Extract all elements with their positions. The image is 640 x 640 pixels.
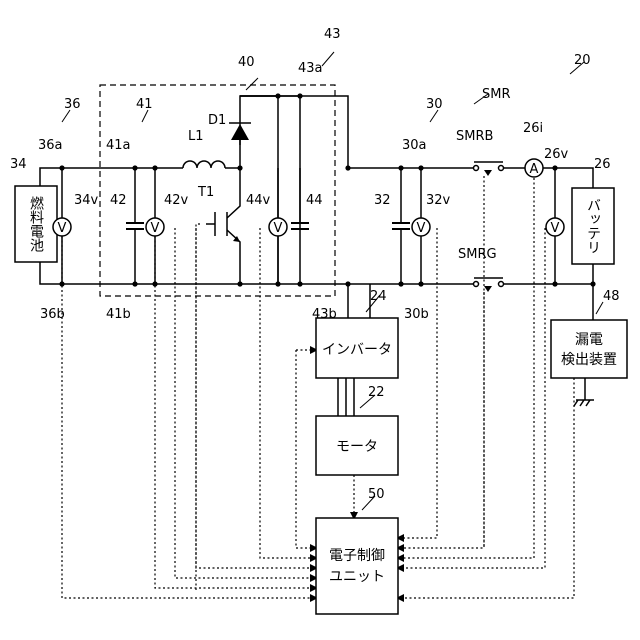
- leak-detector-block: 漏電 検出装置: [551, 320, 627, 378]
- ref-44: 44: [306, 193, 323, 208]
- motor-label: モータ: [336, 439, 378, 455]
- ref-SMR: SMR: [482, 87, 511, 102]
- fuel-cell-label: 燃料電池: [28, 195, 44, 252]
- voltmeter-32v: V: [412, 218, 430, 236]
- voltmeter-34v-symbol: V: [58, 221, 67, 236]
- ref-41: 41: [136, 97, 153, 112]
- relay-SMRB: [474, 162, 504, 176]
- battery-label: バッテリ: [585, 198, 601, 254]
- voltmeter-44v: V: [269, 218, 287, 236]
- ecu-block: 電子制御 ユニット: [316, 518, 398, 614]
- ref-40: 40: [238, 55, 255, 70]
- voltmeter-26v: V: [546, 218, 564, 236]
- voltmeter-34v: V: [53, 218, 71, 236]
- fuel-cell-block: 燃料電池: [15, 186, 57, 262]
- ref-D1: D1: [208, 113, 226, 128]
- ref-50: 50: [368, 487, 385, 502]
- voltmeter-26v-symbol: V: [551, 221, 560, 236]
- inverter-block: インバータ: [316, 318, 398, 378]
- voltmeter-branches: [62, 168, 555, 284]
- ref-32v: 32v: [426, 193, 451, 208]
- ref-48: 48: [603, 289, 620, 304]
- ref-30b: 30b: [404, 307, 429, 322]
- motor-block: モータ: [316, 416, 398, 475]
- ref-36: 36: [64, 97, 81, 112]
- relay-SMRG: [474, 278, 504, 292]
- ref-T1: T1: [197, 185, 214, 200]
- voltmeter-42v: V: [146, 218, 164, 236]
- ref-20: 20: [574, 53, 591, 68]
- ref-30a: 30a: [402, 138, 427, 153]
- ref-30: 30: [426, 97, 443, 112]
- diode-D1: [229, 123, 251, 140]
- ref-41b: 41b: [106, 307, 131, 322]
- ref-26i: 26i: [523, 121, 543, 136]
- ref-36a: 36a: [38, 138, 63, 153]
- ref-34: 34: [10, 157, 27, 172]
- transistor-T1: [206, 198, 240, 248]
- ref-43a: 43a: [298, 61, 323, 76]
- voltmeter-32v-symbol: V: [417, 221, 426, 236]
- ref-22: 22: [368, 385, 385, 400]
- reference-labels: 20 43 40 43a 41 36 D1 L1 36a 41a T1 34 3…: [10, 27, 620, 502]
- voltmeter-42v-symbol: V: [151, 221, 160, 236]
- voltmeter-44v-symbol: V: [274, 221, 283, 236]
- ref-26: 26: [594, 157, 611, 172]
- ref-43b: 43b: [312, 307, 337, 322]
- ref-36b: 36b: [40, 307, 65, 322]
- ecu-label-line1: 電子制御: [329, 548, 385, 564]
- ref-24: 24: [370, 289, 387, 304]
- ref-34v: 34v: [74, 193, 99, 208]
- ref-44v: 44v: [246, 193, 271, 208]
- inductor-L1: [183, 161, 225, 168]
- ref-26v: 26v: [544, 147, 569, 162]
- ref-43: 43: [324, 27, 341, 42]
- leak-detector-label-line2: 検出装置: [561, 352, 617, 368]
- ref-42: 42: [110, 193, 127, 208]
- ref-SMRG: SMRG: [458, 247, 497, 262]
- ref-SMRB: SMRB: [456, 129, 493, 144]
- ref-42v: 42v: [164, 193, 189, 208]
- ref-L1: L1: [188, 129, 204, 144]
- ref-41a: 41a: [106, 138, 131, 153]
- ammeter-26i: A: [525, 159, 543, 177]
- capacitor-32: [392, 168, 410, 284]
- main-power-lines: [40, 96, 593, 284]
- ammeter-26i-symbol: A: [530, 162, 539, 177]
- inverter-label: インバータ: [322, 342, 392, 358]
- battery-block: バッテリ: [572, 188, 614, 264]
- ecu-label-line2: ユニット: [329, 569, 385, 585]
- capacitor-42: [126, 168, 144, 284]
- leak-detector-label-line1: 漏電: [575, 332, 603, 348]
- ref-32: 32: [374, 193, 391, 208]
- junction-dots: [59, 93, 595, 286]
